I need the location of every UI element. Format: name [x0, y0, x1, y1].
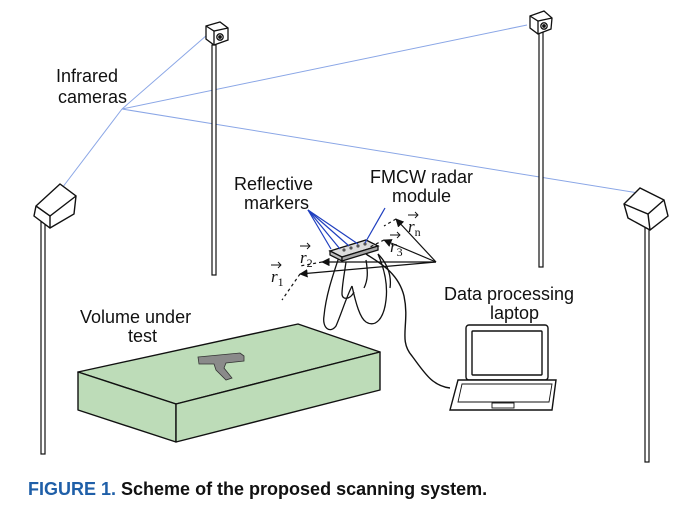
camera-stand-back-left [211, 44, 217, 276]
label-data-processing-laptop: Data processing laptop [444, 284, 579, 323]
infrared-camera-back-right [529, 10, 553, 35]
figure-caption-text: Scheme of the proposed scanning system. [121, 479, 488, 499]
label-fmcw-radar-module: FMCW radar module [370, 167, 478, 206]
laptop-icon [449, 324, 557, 411]
vector-label-rn: rn [408, 211, 421, 239]
reflective-marker-leaders [307, 209, 359, 250]
label-reflective-markers: Reflective markers [234, 174, 318, 213]
figure-number: FIGURE 1. [28, 479, 117, 499]
pistol-icon [197, 352, 245, 381]
svg-text:rn: rn [408, 217, 421, 239]
camera-stand-back-right [538, 31, 544, 268]
camera-stand-front-left [40, 221, 46, 455]
label-volume-under-test: Volume under test [80, 307, 196, 346]
infrared-camera-front-left [33, 183, 77, 229]
label-infrared-cameras: Infrared cameras [56, 66, 127, 107]
vector-label-r1: r1 [271, 261, 284, 289]
infrared-camera-back-left [205, 21, 229, 46]
volume-under-test-box [77, 323, 381, 443]
fmcw-radar-module [328, 239, 380, 263]
camera-rays [55, 24, 639, 197]
hand-outline [323, 253, 392, 331]
figure-caption: FIGURE 1. Scheme of the proposed scannin… [28, 479, 487, 500]
svg-text:r2: r2 [300, 248, 313, 270]
vector-label-r3: r3 [390, 231, 403, 259]
infrared-camera-front-right [623, 187, 669, 231]
position-vector-arrows [281, 218, 437, 301]
svg-text:r1: r1 [271, 267, 284, 289]
radar-module-leader [364, 207, 386, 244]
vector-label-r2: r2 [300, 242, 313, 270]
svg-text:r3: r3 [390, 237, 403, 259]
camera-stand-front-right [644, 225, 650, 463]
